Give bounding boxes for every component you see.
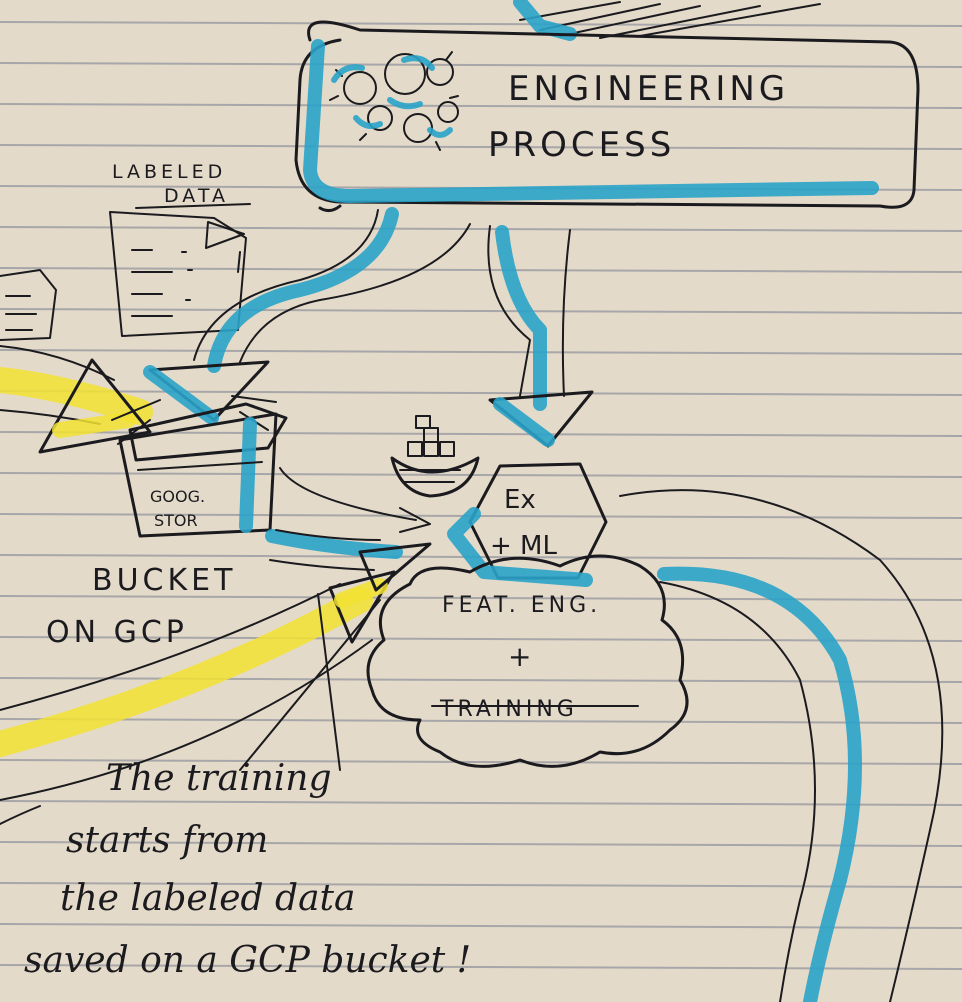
rule-line: [0, 882, 962, 888]
note-line4: saved on a GCP bucket !: [24, 940, 471, 981]
cloud-label-line1: FEAT. ENG.: [442, 593, 601, 618]
cloud-label-line2: +: [508, 640, 531, 673]
bucket-label-line1: BUCKET: [92, 563, 236, 598]
rule-line: [0, 513, 962, 519]
docker-whale-icon: [390, 415, 480, 498]
small-document-icon: [0, 269, 57, 341]
storage-label-line2: STOR: [154, 511, 198, 530]
rule-line: [0, 62, 962, 68]
rule-line: [0, 677, 962, 683]
labeled-data-label-line1: LABELED: [112, 161, 226, 183]
top-scribble: [513, 0, 821, 41]
rule-line: [0, 349, 962, 355]
process-to-hex-arrow: [487, 225, 594, 448]
engineering-process-box: [294, 20, 920, 213]
process-label-line2: PROCESS: [488, 125, 675, 165]
process-label-line1: ENGINEERING: [508, 69, 789, 109]
rule-line: [0, 103, 962, 109]
gears-icon: [329, 51, 459, 151]
labeled-data-underline: [135, 203, 251, 209]
hex-label-line1: Ex: [504, 485, 536, 515]
cloud-node: [366, 554, 689, 768]
labeled-data-label-line2: DATA: [164, 185, 229, 207]
rule-line: [0, 718, 962, 724]
document-icon: [109, 211, 247, 337]
rule-line: [0, 841, 962, 847]
rule-line: [0, 923, 962, 929]
note-line1: The training: [106, 758, 332, 799]
rule-line: [0, 267, 962, 273]
note-pointer-lines: [0, 593, 381, 825]
rule-line: [0, 390, 962, 396]
rule-line: [0, 800, 962, 806]
rule-line: [0, 308, 962, 314]
hex-label-line2: + ML: [490, 531, 557, 561]
rule-line: [0, 472, 962, 478]
rule-line: [0, 964, 962, 970]
rule-line: [0, 595, 962, 601]
storage-to-hex-arrow: [279, 467, 431, 533]
note-line2: starts from: [66, 820, 268, 861]
rule-line: [0, 636, 962, 642]
storage-label-line1: GOOG.: [150, 487, 205, 506]
rule-line: [0, 144, 962, 150]
note-line3: the labeled data: [60, 878, 355, 919]
hexagon-node: [447, 462, 608, 587]
bucket-label-line2: ON GCP: [46, 615, 188, 650]
storage-to-cloud-arrow: [265, 529, 432, 592]
yellow-input-arrow-top: [0, 345, 153, 454]
cloud-label-line3: TRAINING: [439, 697, 578, 722]
rule-line: [0, 759, 962, 765]
feedback-loop-arrow: [619, 489, 944, 1002]
process-to-storage-arrow: [143, 207, 471, 425]
rule-line: [0, 21, 962, 27]
rule-line: [0, 226, 962, 232]
